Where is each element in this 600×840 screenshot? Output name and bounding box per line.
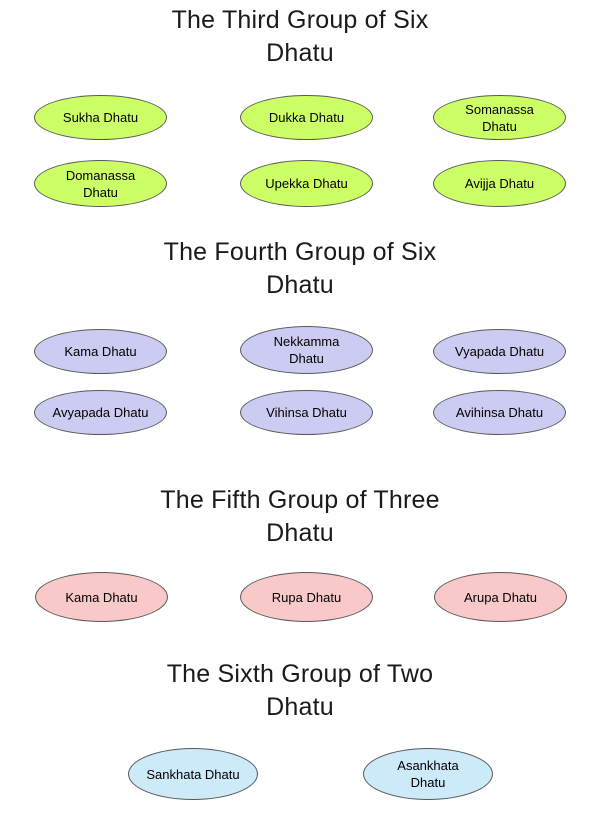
title-line: The Third Group of Six (171, 6, 429, 34)
title-line: The Fourth Group of Six (163, 238, 437, 266)
section-title-third-group: The Third Group of Six Dhatu (0, 4, 600, 70)
title-line: The Fifth Group of Three (160, 486, 440, 514)
node-rupa-dhatu: Rupa Dhatu (240, 572, 373, 622)
title-line: Dhatu (266, 693, 334, 721)
node-sankhata-dhatu: Sankhata Dhatu (128, 748, 258, 800)
section-title-fifth-group: The Fifth Group of Three Dhatu (0, 484, 600, 550)
title-line: Dhatu (266, 519, 334, 547)
node-kama-dhatu-fifth: Kama Dhatu (35, 572, 168, 622)
title-line: The Sixth Group of Two (166, 660, 434, 688)
node-sukha-dhatu: Sukha Dhatu (34, 95, 167, 140)
node-vyapada-dhatu: Vyapada Dhatu (433, 329, 566, 374)
title-line: Dhatu (266, 39, 334, 67)
section-title-fourth-group: The Fourth Group of Six Dhatu (0, 236, 600, 302)
node-avihinsa-dhatu: Avihinsa Dhatu (433, 390, 566, 435)
title-line: Dhatu (266, 271, 334, 299)
node-arupa-dhatu: Arupa Dhatu (434, 572, 567, 622)
node-avyapada-dhatu: Avyapada Dhatu (34, 390, 167, 435)
node-asankhata-dhatu: Asankhata Dhatu (363, 748, 493, 800)
node-somanassa-dhatu: Somanassa Dhatu (433, 95, 566, 140)
node-dukka-dhatu: Dukka Dhatu (240, 95, 373, 140)
section-title-sixth-group: The Sixth Group of Two Dhatu (0, 658, 600, 724)
node-avijja-dhatu: Avijja Dhatu (433, 160, 566, 207)
node-nekkamma-dhatu: Nekkamma Dhatu (240, 326, 373, 374)
node-upekka-dhatu: Upekka Dhatu (240, 160, 373, 207)
node-domanassa-dhatu: Domanassa Dhatu (34, 160, 167, 207)
node-vihinsa-dhatu: Vihinsa Dhatu (240, 390, 373, 435)
node-kama-dhatu-fourth: Kama Dhatu (34, 329, 167, 374)
